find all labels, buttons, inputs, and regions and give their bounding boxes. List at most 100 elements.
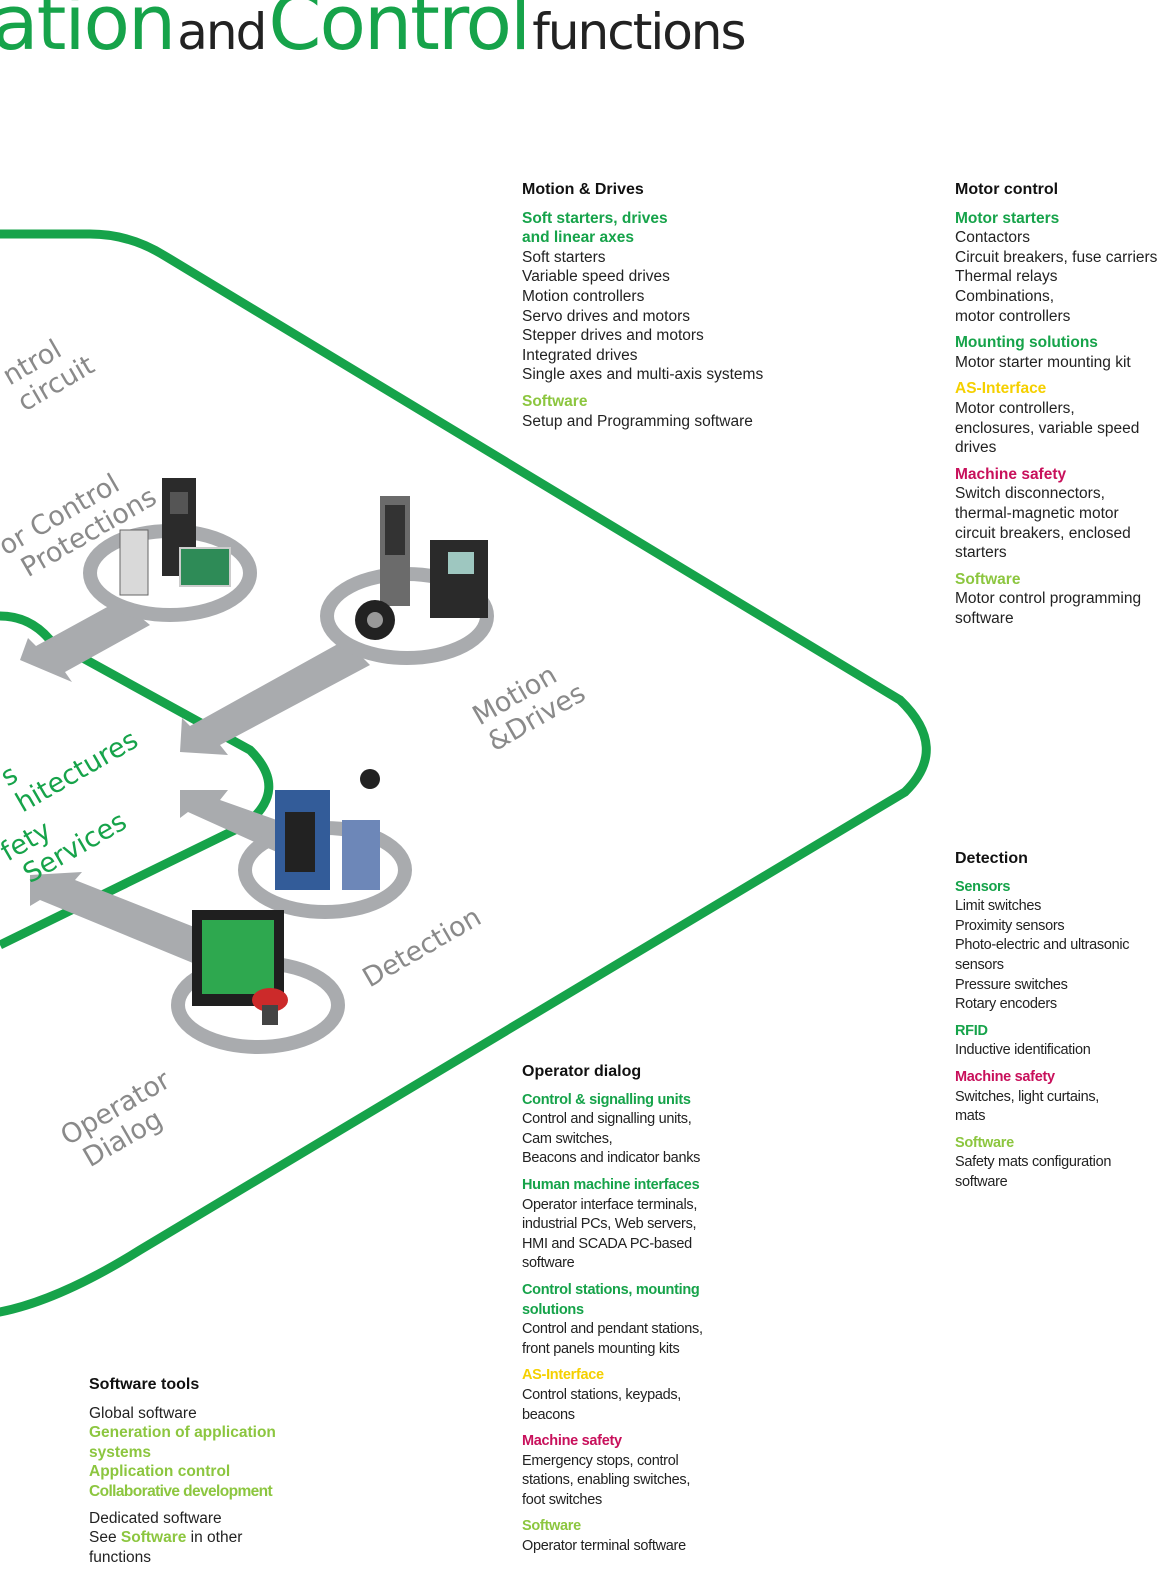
software-tools-heading: Software tools (89, 1376, 200, 1393)
list-item: Thermal relays (955, 268, 1058, 286)
list-item: Circuit breakers, fuse carriers (955, 248, 1158, 266)
list-item: Control and pendant stations, front pane… (522, 1321, 703, 1357)
category-machine-safety[interactable]: Machine safety (955, 465, 1067, 483)
operator-dialog-products (192, 910, 288, 1025)
operator-dialog-heading: Operator dialog (522, 1063, 642, 1080)
list-item: Emergency stops, control stations, enabl… (522, 1452, 691, 1508)
list-item: Limit switches (955, 898, 1042, 915)
motion-drives-products (355, 496, 488, 640)
category-software[interactable]: Software (955, 570, 1021, 588)
list-item: Control and signalling units, (522, 1111, 692, 1128)
page-headline: ation and Control functions (0, 0, 747, 67)
detection-products (275, 769, 380, 890)
see-software-link[interactable]: Software (120, 1529, 187, 1547)
detection-heading: Detection (955, 850, 1028, 867)
list-item: Operator terminal software (522, 1538, 686, 1555)
list-item: Combinations, motor controllers (955, 287, 1071, 325)
motor-control-products (119, 478, 231, 596)
list-item: Operator interface terminals, industrial… (522, 1196, 698, 1272)
category-as-interface[interactable]: AS-Interface (955, 380, 1047, 398)
category-rfid[interactable]: RFID (955, 1022, 988, 1039)
list-item: Beacons and indicator banks (522, 1150, 701, 1167)
headline-part4: functions (532, 3, 746, 61)
arrow-motion-drives (180, 640, 370, 755)
operator-dialog-block: Operator dialog Control & signalling uni… (522, 1062, 752, 1564)
connector-arrows (20, 600, 370, 968)
motion-drives-block: Motion & Drives Soft starters, drives an… (522, 180, 782, 438)
list-item: Switches, light curtains, mats (955, 1088, 1100, 1125)
category-mounting-solutions[interactable]: Mounting solutions (955, 334, 1098, 352)
category-control-signalling-units[interactable]: Control & signalling units (522, 1091, 691, 1108)
category-software[interactable]: Software (522, 392, 588, 410)
category-soft-starters-drives-and-linear-axes[interactable]: Soft starters, drives and linear axes (522, 209, 668, 247)
diagram-outline (0, 229, 931, 1317)
list-item: Setup and Programming software (522, 412, 753, 430)
category-machine-safety[interactable]: Machine safety (522, 1433, 622, 1450)
list-item: Pressure switches (955, 976, 1068, 993)
list-item: Motor control programming software (955, 590, 1142, 627)
list-item: Rotary encoders (955, 996, 1057, 1013)
see-software-line: See Software in other (89, 1528, 319, 1548)
category-machine-safety[interactable]: Machine safety (955, 1068, 1055, 1085)
list-item: Integrated drives (522, 346, 638, 364)
headline-part3: Control (268, 0, 531, 67)
category-software[interactable]: Software (522, 1518, 581, 1535)
inner-outline (0, 611, 274, 950)
see-suffix: in other (186, 1529, 243, 1547)
see-prefix: See (89, 1529, 121, 1547)
arrow-motor-control (20, 600, 150, 682)
list-item: Servo drives and motors (522, 307, 690, 325)
motion-drives-heading: Motion & Drives (522, 181, 644, 198)
category-software[interactable]: Software (955, 1134, 1014, 1151)
category-motor-starters[interactable]: Motor starters (955, 209, 1060, 227)
list-item: Stepper drives and motors (522, 327, 704, 345)
dedicated-software-label: Dedicated software (89, 1509, 222, 1527)
global-item-collab[interactable]: Collaborative development (89, 1482, 273, 1500)
category-human-machine-interfaces[interactable]: Human machine interfaces (522, 1176, 700, 1193)
list-item: Switch disconnectors, thermal-magnetic m… (955, 485, 1131, 562)
group-rfid: RFID Inductive identification (955, 1022, 1170, 1061)
list-item: Safety mats configuration software (955, 1154, 1112, 1190)
headline-part1: ation (0, 0, 176, 67)
list-item: Photo-electric and ultrasonic sensors (955, 937, 1130, 973)
list-item: Soft starters (522, 248, 606, 266)
global-item-generation[interactable]: Generation of application systems (89, 1424, 276, 1461)
global-item-app-control[interactable]: Application control (89, 1463, 231, 1481)
list-item: Contactors (955, 229, 1030, 247)
list-item: Control stations, keypads, beacons (522, 1386, 682, 1423)
headline-part2: and (177, 3, 267, 61)
category-sensors[interactable]: Sensors (955, 878, 1011, 895)
global-software-label: Global software (89, 1404, 197, 1422)
list-item: Motor controllers, enclosures, variable … (955, 399, 1140, 457)
list-item: Inductive identification (955, 1042, 1091, 1059)
list-item: Motor starter mounting kit (955, 353, 1131, 371)
motor-control-heading: Motor control (955, 181, 1059, 198)
list-item: Motion controllers (522, 287, 645, 305)
category-control-stations-mounting-solutions[interactable]: Control stations, mounting solutions (522, 1281, 700, 1318)
list-item: Single axes and multi-axis systems (522, 366, 764, 384)
category-as-interface[interactable]: AS-Interface (522, 1367, 604, 1384)
software-tools-block: Software tools Global software Generatio… (89, 1375, 319, 1574)
list-item: Cam switches, (522, 1130, 613, 1147)
see-last: functions (89, 1548, 152, 1566)
list-item: Proximity sensors (955, 917, 1065, 934)
